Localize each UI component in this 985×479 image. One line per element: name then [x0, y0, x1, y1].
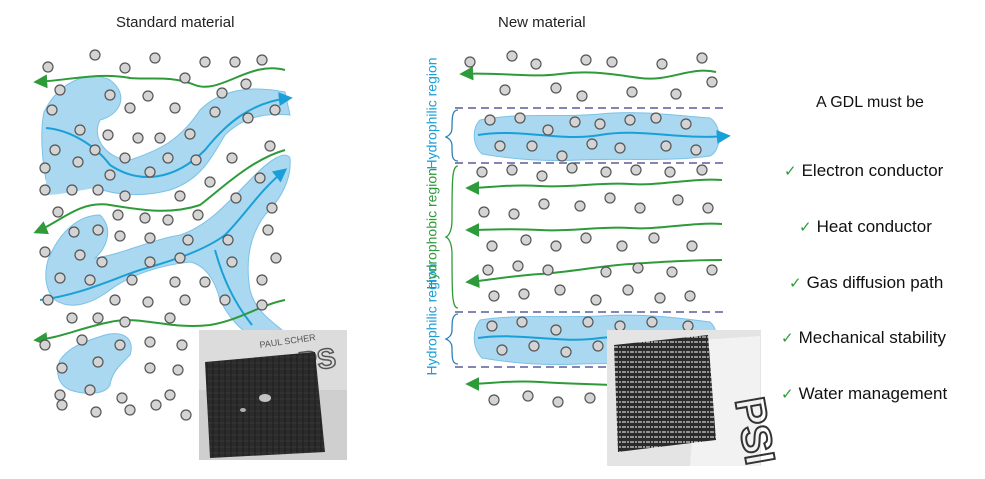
standard-particles [39, 49, 282, 421]
check-icon: ✓ [781, 330, 794, 347]
requirement-item: ✓Mechanical stability [781, 328, 946, 347]
new-water-flow-lines [477, 129, 731, 341]
check-icon: ✓ [799, 219, 812, 236]
requirement-item: ✓Electron conductor [784, 161, 944, 180]
standard-gas-paths [33, 67, 286, 347]
check-icon: ✓ [789, 275, 802, 292]
standard-material-photo: PAUL SCHER PS [199, 330, 347, 460]
new-water-regions [473, 112, 720, 366]
region-label-hydrophilic-top: Hydrophilic region [423, 57, 440, 170]
requirements-heading: A GDL must be [816, 94, 924, 111]
new-material-title: New material [498, 14, 586, 31]
requirement-item: ✓Heat conductor [799, 217, 932, 236]
region-braces [444, 109, 459, 365]
standard-material-title: Standard material [116, 14, 235, 31]
region-label-hydrophilic-bottom: Hydrophilic region [423, 263, 440, 376]
check-icon: ✓ [781, 386, 794, 403]
requirement-item: ✓Water management [781, 384, 948, 403]
check-icon: ✓ [784, 163, 797, 180]
new-material-photo: PSI [607, 330, 785, 469]
new-particles [464, 50, 718, 408]
requirement-item: ✓Gas diffusion path [789, 273, 944, 292]
